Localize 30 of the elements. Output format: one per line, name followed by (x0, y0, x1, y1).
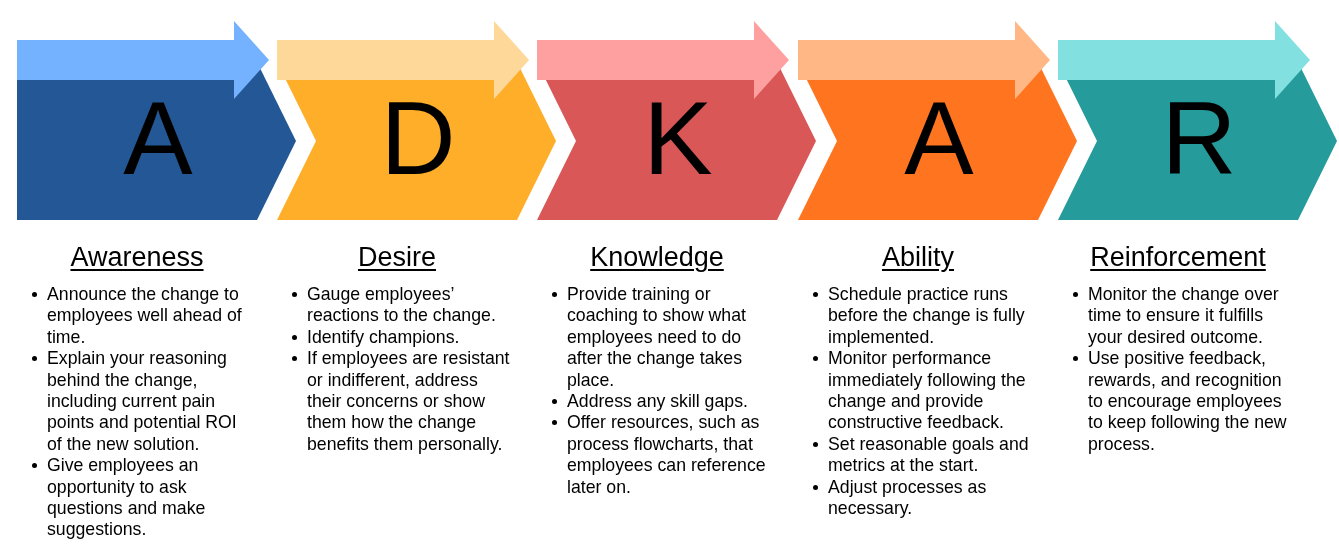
bullet-text: Gauge employees’ reactions to the change. (307, 284, 497, 327)
process-step (798, 21, 1077, 220)
stage-letter: D (380, 86, 456, 190)
bullet-text: Adjust processes as necessary. (828, 476, 988, 520)
process-step (277, 21, 556, 220)
process-step (1058, 21, 1337, 220)
process-step (17, 21, 296, 220)
stage-letter: A (904, 86, 974, 190)
stage-letter: R (1161, 86, 1237, 190)
bullet-text: Monitor performance immediately following the change and provide constructive feedback. (828, 348, 1027, 434)
stage-letter: A (123, 86, 193, 190)
stage-heading: Ability (882, 242, 954, 272)
bullet-text: Announce the change to employees well ahead of time. (47, 284, 243, 349)
stage-heading: Desire (358, 242, 436, 272)
bullet-text: Give employees an opportunity to ask questions and make suggestions. (47, 455, 207, 541)
bullet-text: Offer resources, such as process flowcharts, that employees can reference later on. (567, 412, 767, 499)
bullet-text: Schedule practice runs before the change is fully implemented. (828, 284, 1026, 349)
bullet-text: Identify champions. (307, 326, 461, 349)
bullet-text: Use positive feedback, rewards, and recognition to encourage employees to keep following the new process. (1088, 348, 1288, 456)
bullet-text: Explain your reasoning behind the change, including current pain points and potential ROI of the new solution. (47, 348, 238, 456)
bullet-text: Monitor the change over time to ensure it fulfills your desired outcome. (1088, 284, 1280, 349)
stage-heading: Awareness (70, 242, 204, 272)
bullet-text: Provide training or coaching to show what employees need to do after the change takes place. (567, 284, 747, 392)
stage-heading: Knowledge (590, 242, 724, 272)
bullet-text: If employees are resistant or indifferent, address their concerns or show them how the change benefits them personally. (307, 348, 511, 456)
process-step (537, 21, 816, 220)
bullet-text: Set reasonable goals and metrics at the start. (828, 433, 1030, 477)
stage-letter: K (643, 86, 713, 190)
bullet-text: Address any skill gaps. (567, 391, 749, 413)
stage-heading: Reinforcement (1090, 242, 1266, 272)
